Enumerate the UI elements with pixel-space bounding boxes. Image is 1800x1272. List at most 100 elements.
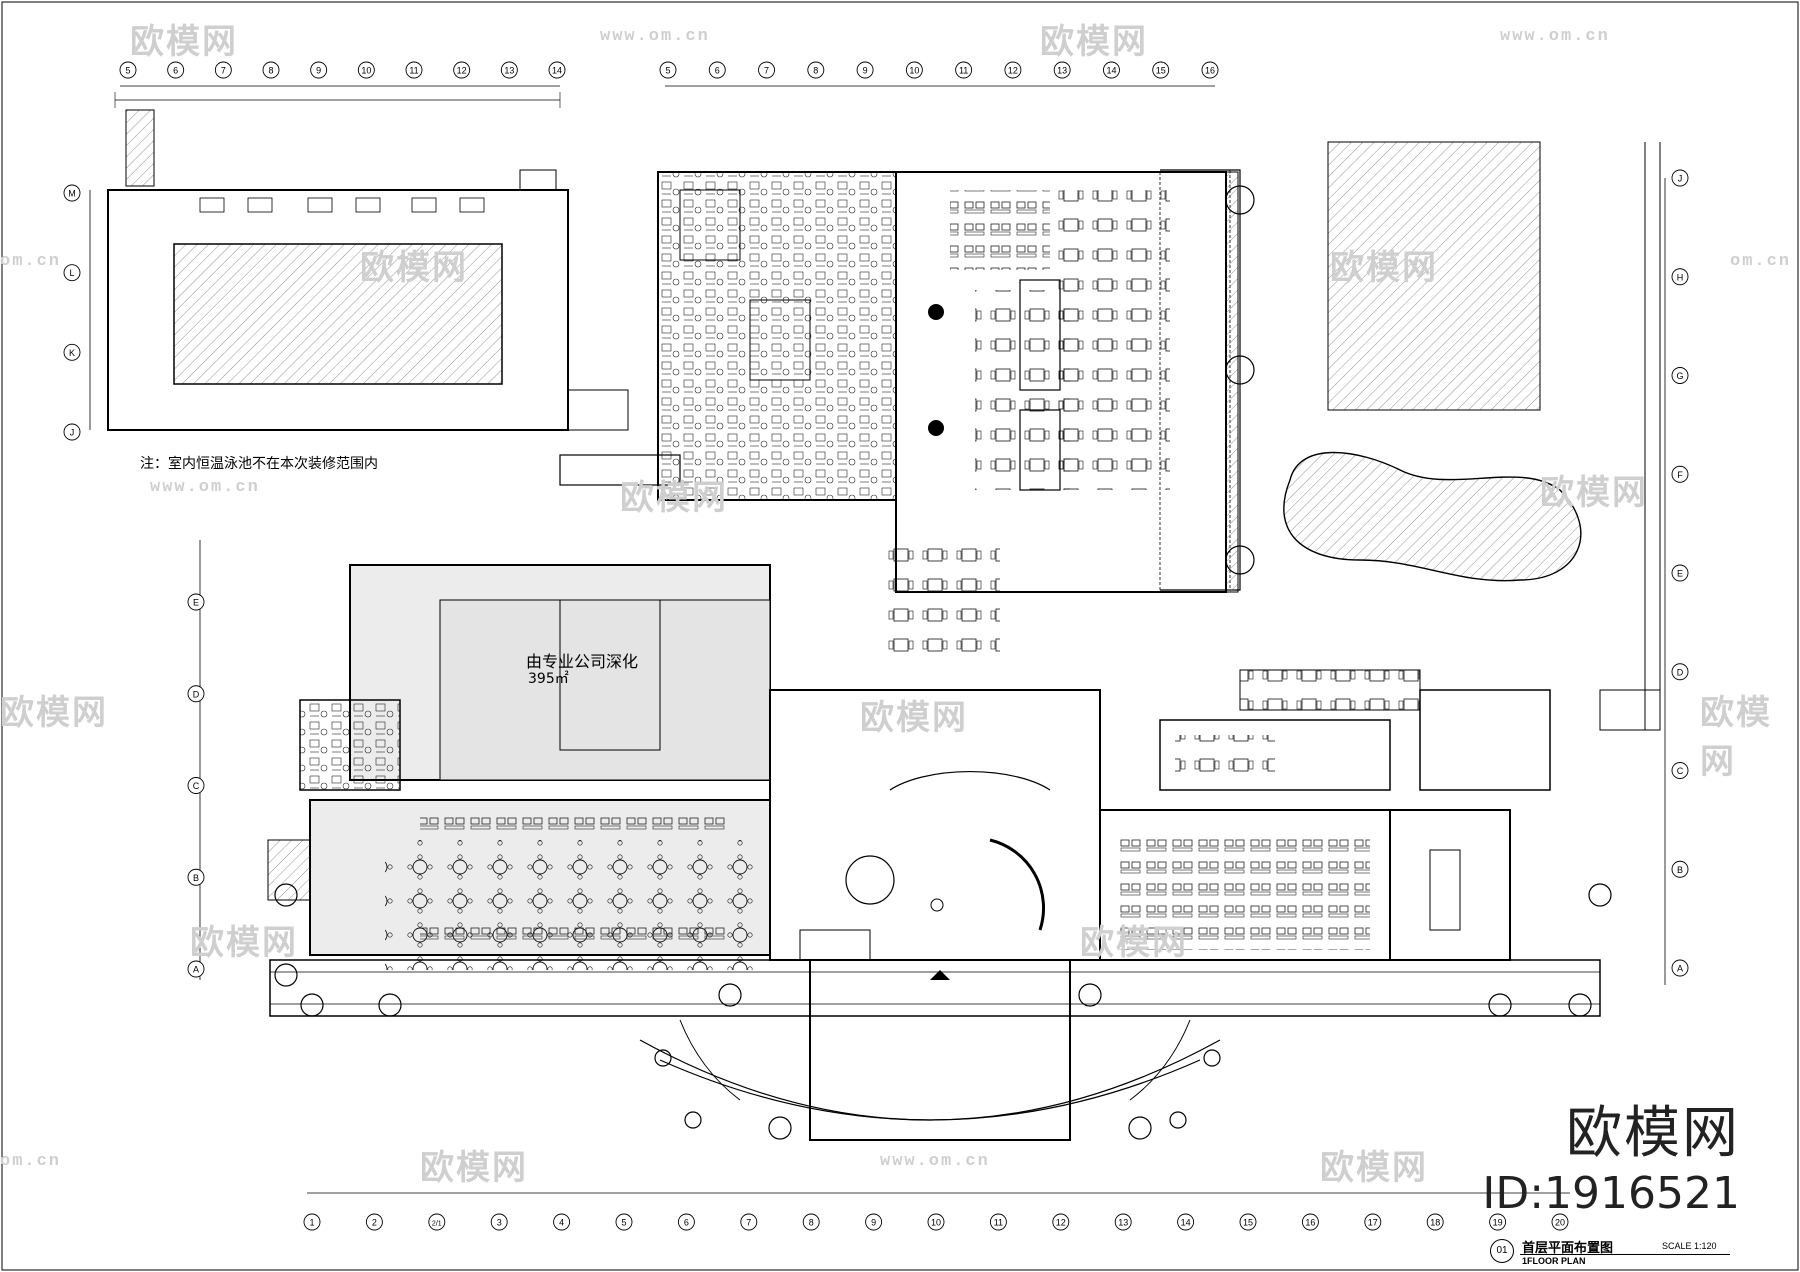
grid-bubble (310, 61, 328, 79)
grid-bubble (1671, 367, 1689, 384)
grid-label: 7 (746, 1218, 751, 1228)
grid-label: 18 (1430, 1218, 1440, 1228)
grid-bubble (187, 685, 205, 703)
watermark-url: om.cn (0, 1152, 62, 1171)
grid-bubble (365, 1213, 383, 1231)
grid-label: H (1677, 272, 1684, 282)
grid-bubble (357, 61, 375, 79)
grid-bubble (548, 61, 566, 79)
function-hall (1099, 669, 1551, 961)
grid-bubble (1103, 61, 1120, 79)
grid-bubble (1301, 1213, 1319, 1231)
grid-bubble (1426, 1213, 1444, 1231)
grid-bubble (167, 61, 185, 79)
grid-bubble (1489, 1213, 1507, 1231)
grid-bubble (740, 1213, 758, 1231)
left-restaurant (267, 564, 771, 970)
grid-label: D (193, 689, 200, 699)
grid-bubble (659, 61, 677, 79)
grid-label: 13 (1118, 1218, 1128, 1228)
grid-bubble (63, 184, 81, 202)
grid-bubble (490, 1213, 508, 1231)
grid-label: 9 (871, 1218, 876, 1228)
grid-bubble (1201, 61, 1219, 79)
grid-bubble (187, 593, 205, 611)
drawing-title: 首层平面布置图 (1522, 1241, 1614, 1256)
grid-bubble (1671, 959, 1689, 977)
grid-label: 8 (268, 66, 273, 76)
grid-bubble (119, 61, 137, 79)
grid-bubble (63, 264, 81, 282)
grid-bubble (214, 61, 232, 79)
grid-bubble (553, 1213, 571, 1231)
grid-label: 2/1 (432, 1221, 442, 1228)
grid-bubble (955, 61, 973, 79)
grid-label: A (193, 965, 199, 975)
grid-label: 10 (931, 1218, 941, 1228)
watermark-url: www.om.cn (880, 1152, 990, 1171)
grid-bubble (1671, 268, 1689, 286)
grid-label: 11 (959, 66, 968, 76)
grid-label: 9 (863, 66, 868, 76)
grid-label: 13 (504, 66, 514, 76)
grid-label: 6 (173, 66, 178, 76)
watermark-url: www.om.cn (150, 478, 260, 497)
grid-label: 16 (1205, 66, 1215, 76)
brand-watermark: 欧模网 (1566, 1101, 1740, 1166)
grid-bubble (1052, 1213, 1070, 1231)
grid-label: D (1677, 667, 1684, 677)
grid-bubble (1671, 762, 1689, 779)
grid-label: 15 (1156, 66, 1166, 76)
grid-bubble (989, 1213, 1007, 1231)
front-terrace (269, 959, 1601, 1141)
grid-bubble (63, 343, 81, 361)
drawing-title-en: 1FLOOR PLAN (1522, 1256, 1586, 1266)
grid-label: 8 (809, 1218, 814, 1228)
grid-bubble (802, 1213, 820, 1231)
grid-label: 19 (1493, 1218, 1503, 1228)
grid-label: C (193, 781, 200, 791)
watermark-url: om.cn (1730, 252, 1792, 271)
lobby (769, 689, 1101, 961)
grid-bubble (303, 1213, 321, 1231)
grid-label: J (1678, 174, 1683, 184)
grid-label: 14 (1181, 1218, 1191, 1228)
grid-bubble (927, 1213, 945, 1231)
grid-label: E (1677, 569, 1683, 579)
grid-label: B (1677, 865, 1683, 875)
grid-label: 11 (994, 1218, 1003, 1228)
grid-label: 12 (457, 66, 467, 76)
grid-bubble (615, 1213, 633, 1231)
dimension-lines (89, 85, 1666, 1194)
grid-label: C (1677, 766, 1684, 776)
drawing-number: 01 (1490, 1239, 1514, 1263)
main-dining-hall (880, 169, 1241, 655)
grid-label: 13 (1057, 66, 1067, 76)
grid-label: 20 (1555, 1218, 1565, 1228)
grid-label: G (1676, 371, 1683, 381)
grid-bubble (1053, 61, 1071, 79)
grid-bubble (865, 1213, 883, 1231)
grid-label: F (1677, 470, 1683, 480)
grid-label: 12 (1008, 66, 1018, 76)
grid-label: 3 (497, 1218, 502, 1228)
grid-label: 16 (1305, 1218, 1315, 1228)
watermark-url: www.om.cn (600, 27, 710, 46)
grid-label: 11 (409, 66, 418, 76)
grid-bubble (187, 868, 205, 886)
grid-label: 9 (316, 66, 321, 76)
grid-label: E (193, 598, 199, 608)
grid-bubble (500, 61, 518, 79)
grid-label: 7 (764, 66, 769, 76)
drawing-id: ID:1916521 (1482, 1168, 1740, 1219)
grid-label: J (70, 428, 75, 438)
grid-label: 5 (665, 66, 670, 76)
grid-bubble (856, 61, 874, 79)
kitchen-block (559, 171, 897, 501)
